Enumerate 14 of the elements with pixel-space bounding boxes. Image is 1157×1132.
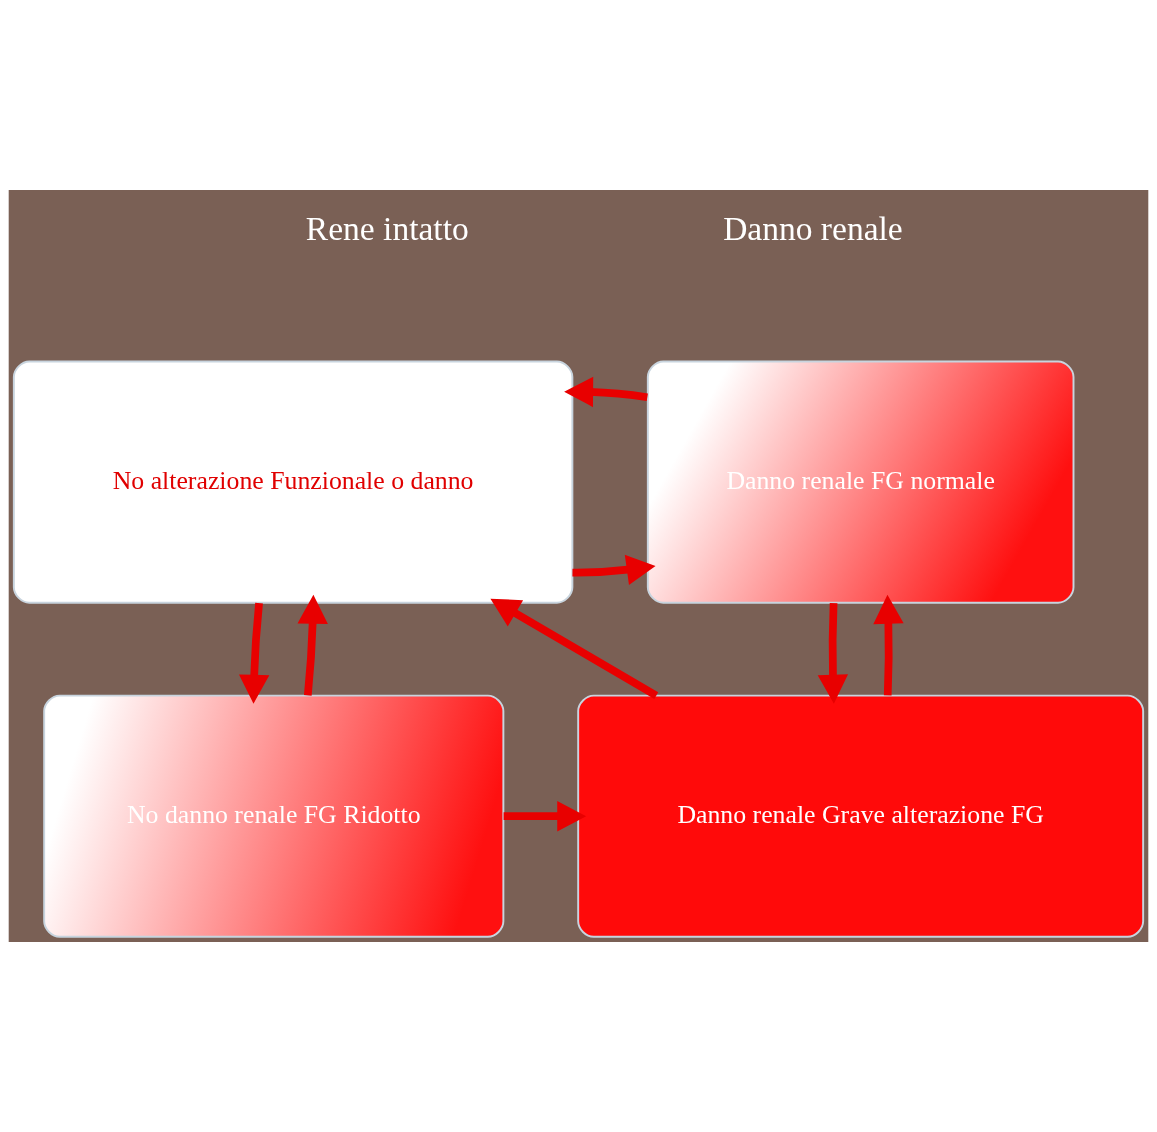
arrow — [490, 598, 659, 699]
arrow — [817, 602, 849, 704]
node-box: Danno renale FG normale — [646, 360, 1075, 604]
arrow — [572, 554, 656, 585]
node-box: No alterazione Funzionale o danno — [12, 360, 574, 604]
arrow — [873, 594, 904, 696]
node-box: No danno renale FG Ridotto — [43, 694, 505, 938]
node-box: Danno renale Grave alterazione FG — [577, 694, 1145, 938]
arrow — [238, 602, 270, 704]
arrow — [564, 376, 648, 408]
arrow — [503, 801, 587, 832]
label: Rene intatto — [305, 210, 469, 248]
arrow — [297, 594, 328, 696]
label: Danno renale — [723, 210, 903, 248]
